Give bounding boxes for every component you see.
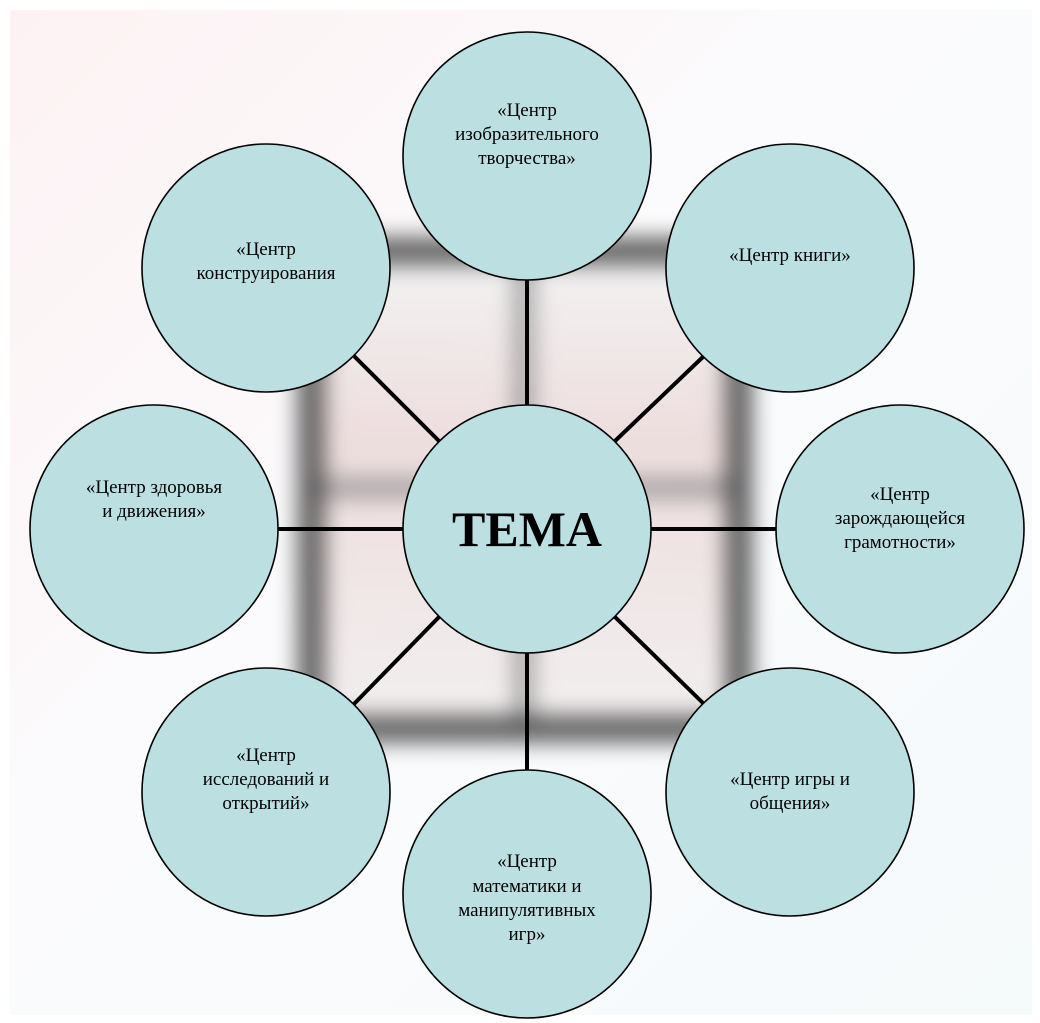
node-label-play: «Центр игры и общения»: [730, 768, 850, 814]
connector-construct: [350, 352, 441, 443]
center-label: ТЕМА: [452, 501, 602, 557]
node-label-book: «Центр книги»: [729, 244, 851, 266]
node-circle-play: [665, 667, 915, 917]
connector-play: [613, 615, 708, 708]
node-label-health: «Центр здоровья и движения»: [85, 476, 223, 522]
center-circle: [402, 404, 652, 654]
node-circle-construct: [141, 143, 391, 393]
node-label-math: «Центр математики и манипулятивных игр»: [458, 851, 596, 946]
node-label-art: «Центр изобразительного творчества»: [455, 99, 599, 170]
node-circle-book: [665, 143, 915, 393]
connector-book: [613, 352, 708, 443]
node-circle-literacy: [775, 404, 1025, 654]
node-label-construct: «Центр конструирования: [196, 238, 336, 284]
node-circle-art: [402, 31, 652, 281]
connector-research: [350, 615, 441, 708]
node-circle-health: [29, 404, 279, 654]
node-label-literacy: «Центр зарождающейся грамотности»: [834, 483, 966, 554]
node-label-research: «Центр исследований и открытий»: [202, 744, 330, 815]
node-circle-math: [402, 769, 652, 1019]
node-circle-research: [141, 667, 391, 917]
